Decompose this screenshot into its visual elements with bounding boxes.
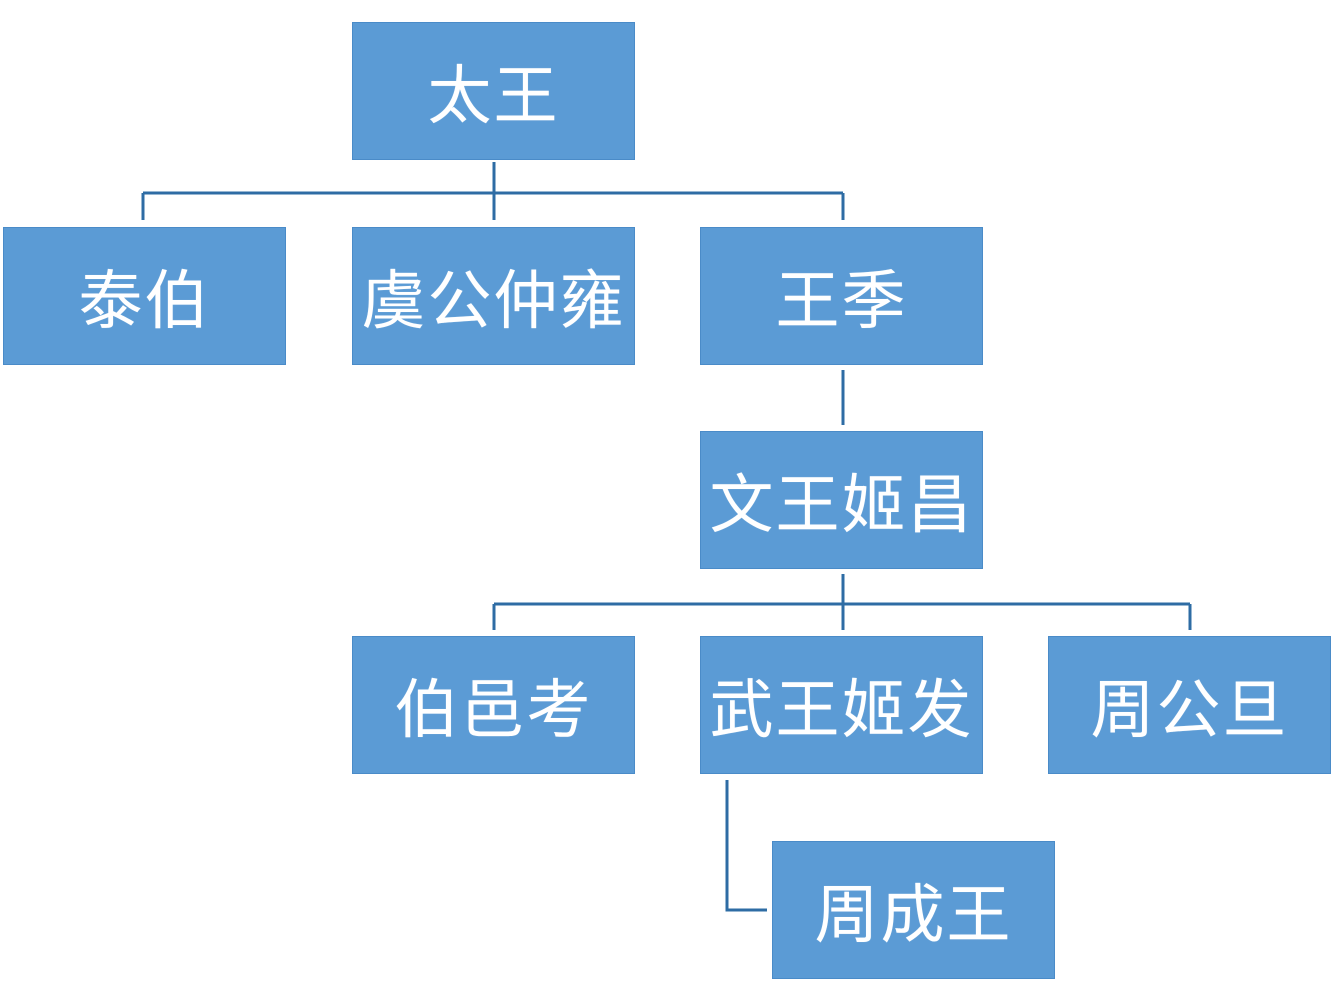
- node-wangji-label: 王季: [775, 265, 908, 339]
- connector-wuwang-to-zhouchengwang: [725, 780, 767, 912]
- node-yugong-zhongyong-label: 虞公仲雍: [361, 265, 626, 339]
- node-zhouchengwang-label: 周成王: [814, 879, 1013, 953]
- node-taiwang-label: 太王: [427, 60, 560, 134]
- node-zhougongdan: 周公旦: [1048, 636, 1331, 774]
- node-taiwang: 太王: [352, 22, 635, 160]
- node-zhouchengwang: 周成王: [772, 841, 1055, 979]
- node-wenwang-jichang-label: 文王姬昌: [709, 469, 974, 543]
- node-wuwang-jifa-label: 武王姬发: [709, 674, 974, 748]
- node-boyikao-label: 伯邑考: [394, 674, 593, 748]
- node-yugong-zhongyong: 虞公仲雍: [352, 227, 635, 365]
- node-boyikao: 伯邑考: [352, 636, 635, 774]
- node-wuwang-jifa: 武王姬发: [700, 636, 983, 774]
- node-wenwang-jichang: 文王姬昌: [700, 431, 983, 569]
- node-taibo: 泰伯: [3, 227, 286, 365]
- node-zhougongdan-label: 周公旦: [1090, 674, 1289, 748]
- node-taibo-label: 泰伯: [78, 265, 211, 339]
- node-wangji: 王季: [700, 227, 983, 365]
